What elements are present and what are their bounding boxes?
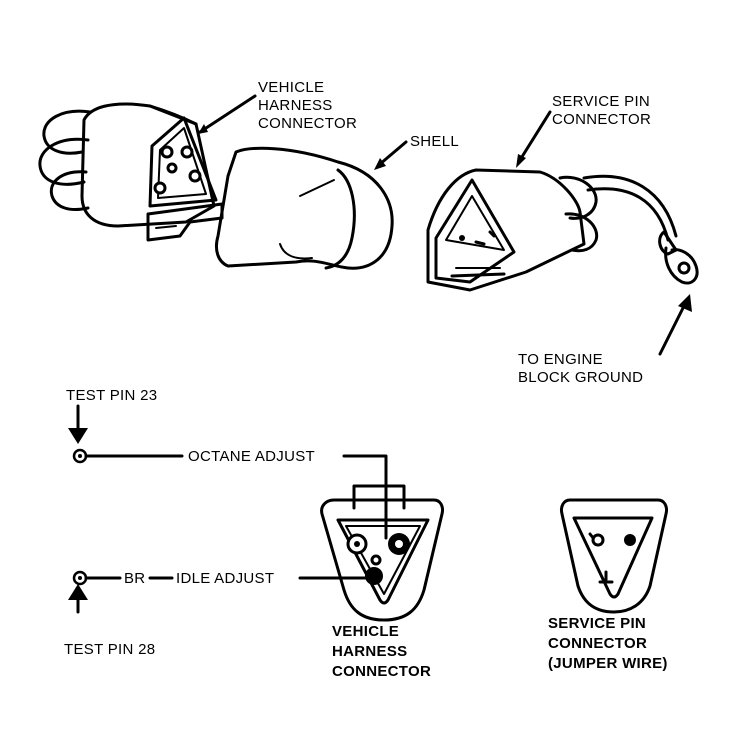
br-label: BR [124,570,145,587]
ground-arrowhead [678,294,692,312]
vehicle-harness-bottom-line3: CONNECTOR [332,663,431,680]
vehicle-harness-leader [198,94,257,134]
service-pin-bottom-line3: (JUMPER WIRE) [548,655,668,672]
shell-leader [378,140,408,166]
vehicle-harness-label-line1: VEHICLE [258,79,324,96]
test-pin-28-label: TEST PIN 28 [64,641,155,658]
service-pin-face-drawing [560,498,668,614]
ground-arrow-line [658,300,688,356]
octane-wire-right [342,454,388,540]
shell-label: SHELL [410,133,459,150]
vehicle-harness-bottom-line1: VEHICLE [332,623,399,640]
service-pin-label-line2: CONNECTOR [552,111,651,128]
engine-ground-label-line2: BLOCK GROUND [518,369,643,386]
vehicle-harness-label-line3: CONNECTOR [258,115,357,132]
service-pin-bottom-line1: SERVICE PIN [548,615,646,632]
test-pin-23-arrowhead [68,428,88,444]
test-pin-28-arrowhead [68,584,88,600]
engine-ground-label-line1: TO ENGINE [518,351,603,368]
test-pin-23-label: TEST PIN 23 [66,387,157,404]
octane-adjust-label: OCTANE ADJUST [188,448,315,465]
vehicle-harness-label-line2: HARNESS [258,97,333,114]
vehicle-harness-bottom-line2: HARNESS [332,643,407,660]
service-pin-bottom-line2: CONNECTOR [548,635,647,652]
shell-drawing [214,146,394,270]
service-pin-label-line1: SERVICE PIN [552,93,650,110]
vehicle-harness-face-drawing [320,484,444,622]
service-pin-connector-drawing [426,168,699,292]
vehicle-harness-connector-drawing [38,102,224,242]
idle-adjust-label: IDLE ADJUST [176,570,274,587]
service-pin-leader [518,110,552,162]
